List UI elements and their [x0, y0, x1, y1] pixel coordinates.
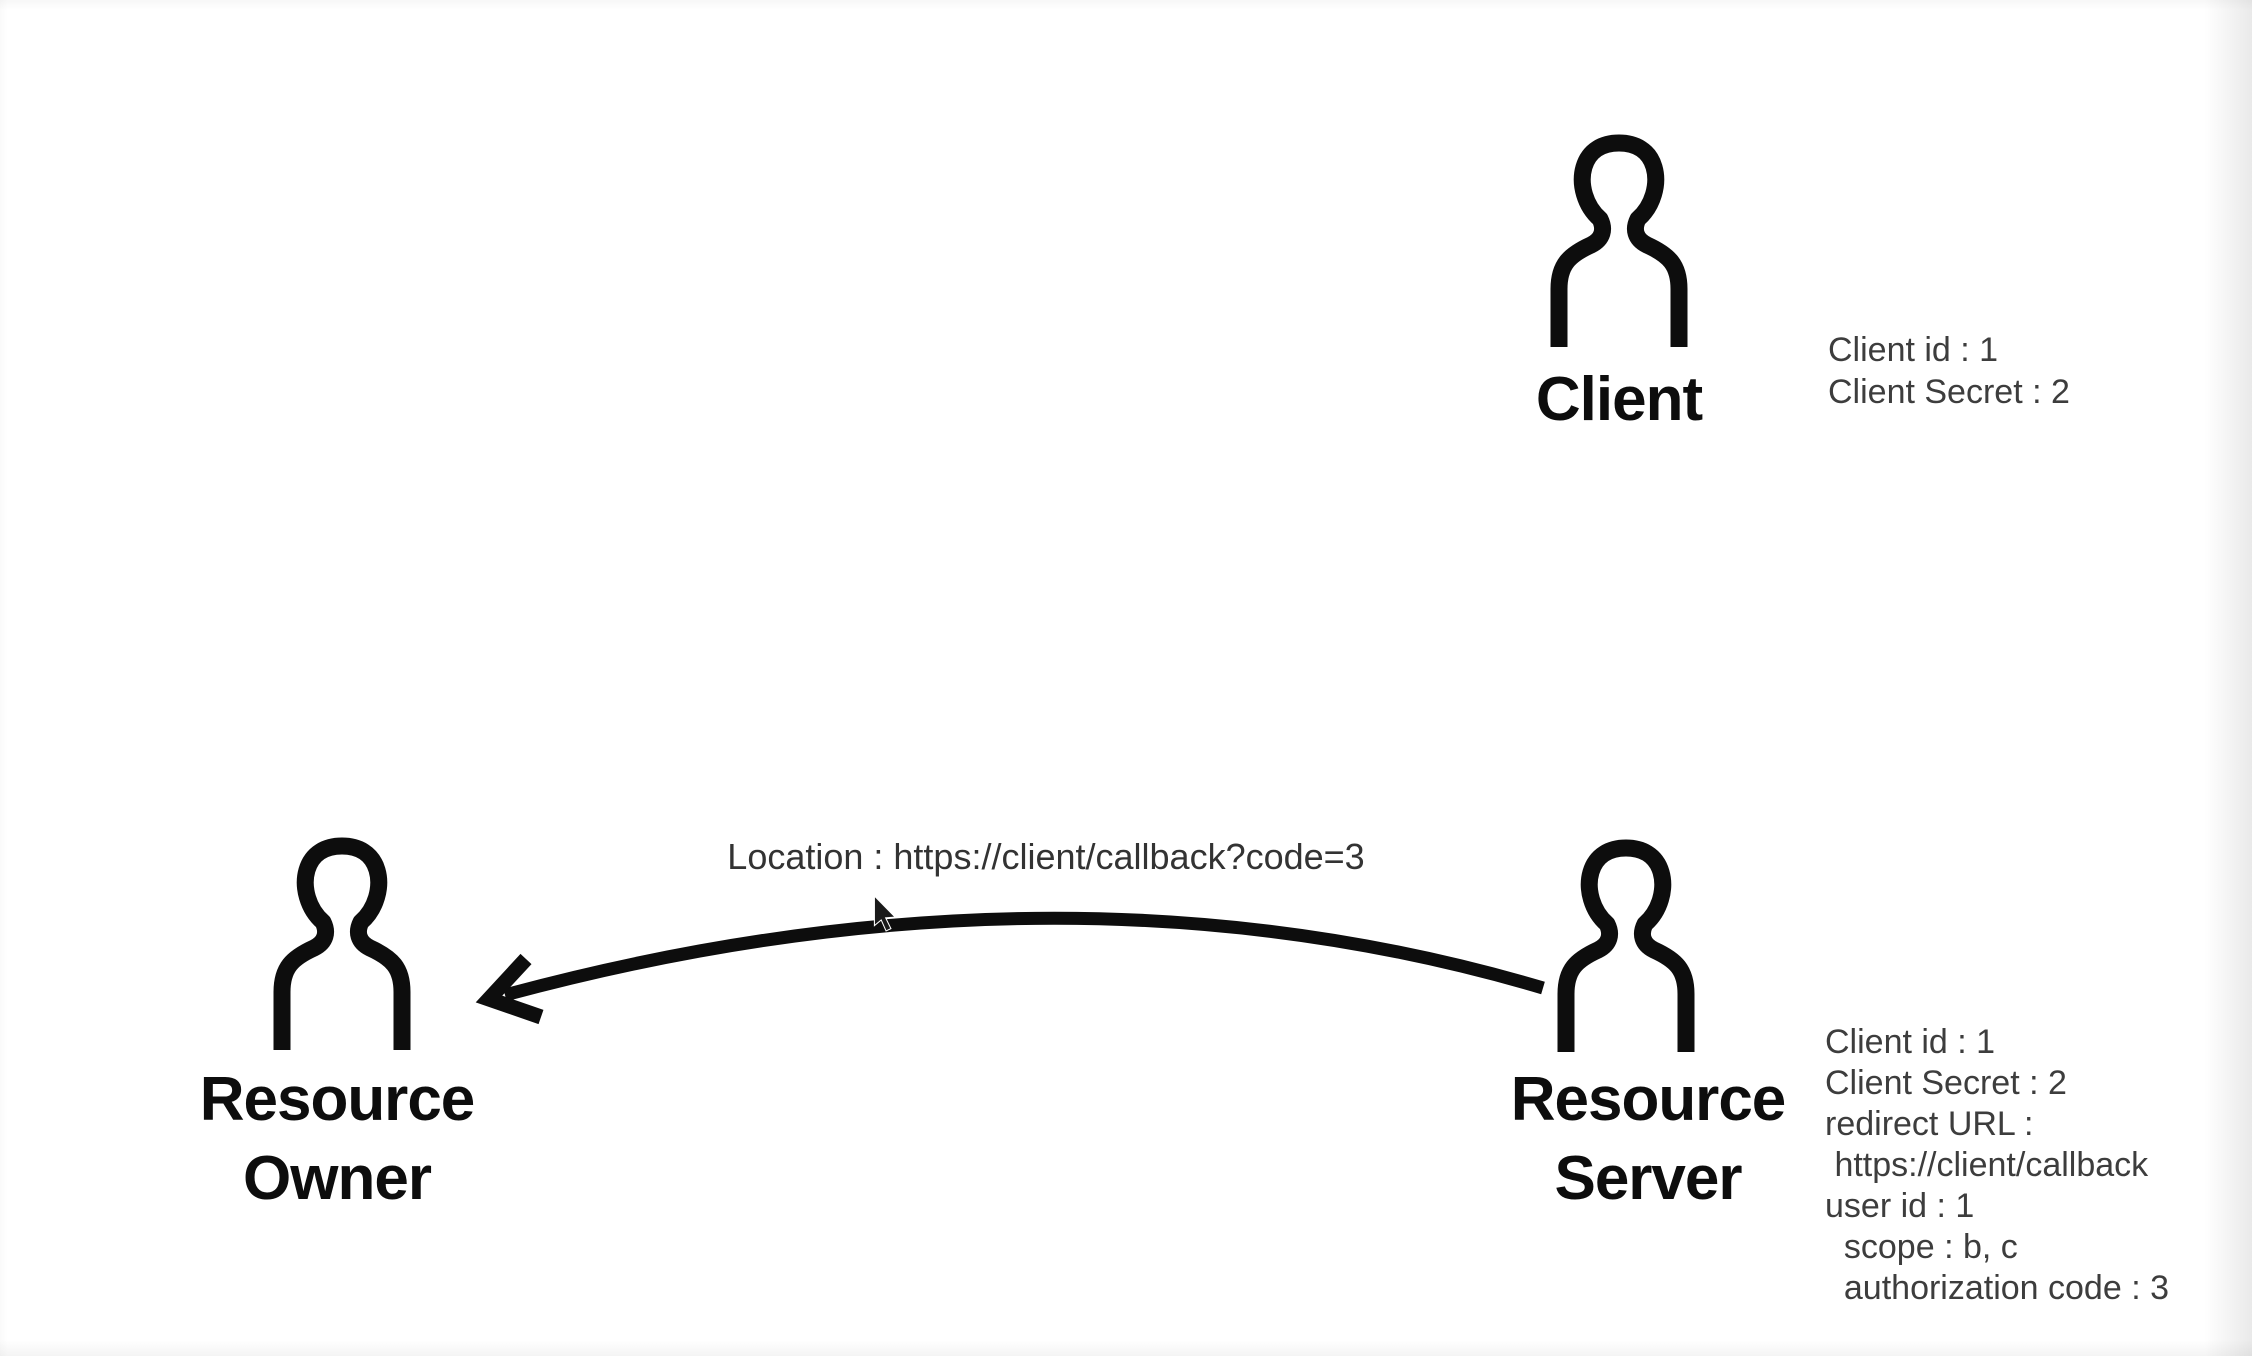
server-note-line: scope : b, c [1825, 1228, 2018, 1266]
client-note-line: Client Secret : 2 [1828, 373, 2070, 411]
person-icon [1557, 839, 1695, 1052]
arrow-head [475, 953, 544, 1025]
server-note-line: authorization code : 3 [1825, 1269, 2170, 1307]
resource-owner-label-line1: Resource [199, 1065, 476, 1134]
client-note-line: Client id : 1 [1828, 331, 1999, 369]
resource-server-label: Resource Server [1388, 1060, 1908, 1218]
resource-owner-label: Resource Owner [77, 1060, 597, 1218]
client-notes: Client id : 1 Client Secret : 2 [1828, 329, 2070, 413]
mouse-cursor-icon [873, 896, 897, 932]
redirect-location-label: Location : https://client/callback?code=… [727, 836, 1365, 877]
server-note-line: Client id : 1 [1825, 1023, 1996, 1061]
server-note-line: redirect URL : [1825, 1105, 2034, 1143]
server-note-line: user id : 1 [1825, 1187, 1975, 1225]
actor-resource-server [1552, 839, 1700, 1052]
client-label: Client [1535, 365, 1703, 434]
arrow-shaft [503, 911, 1545, 1002]
resource-owner-label-line2: Owner [243, 1144, 432, 1213]
actor-client [1545, 134, 1693, 347]
person-icon [273, 837, 411, 1050]
actor-resource-owner [268, 837, 416, 1050]
resource-server-label-line1: Resource [1510, 1065, 1787, 1134]
resource-server-notes: Client id : 1 Client Secret : 2 redirect… [1825, 1022, 2169, 1309]
resource-server-label-line2: Server [1554, 1144, 1742, 1213]
server-note-line: https://client/callback [1825, 1146, 2149, 1184]
server-note-line: Client Secret : 2 [1825, 1064, 2067, 1102]
person-icon [1550, 134, 1688, 347]
